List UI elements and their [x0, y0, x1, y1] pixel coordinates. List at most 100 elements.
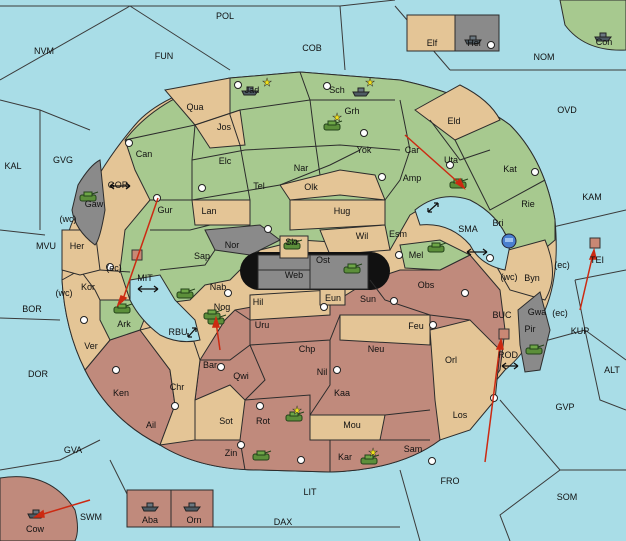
territory-label-kor: Kor	[81, 282, 95, 292]
tank-icon[interactable]	[427, 242, 447, 253]
territory-label-nar: Nar	[294, 163, 309, 173]
territory-label-los: Los	[453, 410, 468, 420]
supply-center-icon	[428, 457, 436, 465]
territory-label-sam: Sam	[404, 444, 423, 454]
sea-label-sma: SMA	[458, 224, 478, 234]
tank-icon[interactable]	[285, 411, 305, 422]
territory-label-mou: Mou	[343, 420, 361, 430]
arrow-head	[588, 247, 597, 260]
tank-icon[interactable]	[343, 263, 363, 274]
tank-icon[interactable]	[203, 309, 223, 320]
territory-label-ail: Ail	[146, 420, 156, 430]
star-icon: ★	[292, 405, 302, 417]
move-arrow-icon	[579, 253, 594, 311]
sea-label-gva: GVA	[64, 445, 82, 455]
territory-label-hel: Hel	[467, 38, 481, 48]
fleet-icon[interactable]	[501, 233, 517, 249]
supply-center-icon	[390, 297, 398, 305]
territory-label-tei: TEI	[590, 255, 604, 265]
territory-gaw[interactable]	[71, 159, 106, 246]
arrow-head	[116, 295, 128, 308]
territory-nor[interactable]	[204, 224, 281, 256]
territory-hil-area	[249, 289, 331, 321]
army-icon[interactable]	[498, 328, 510, 340]
territory-label-can: Can	[136, 149, 153, 159]
territory-label-esm: Esm	[389, 229, 407, 239]
move-arrow-icon	[484, 344, 501, 463]
army-icon[interactable]	[589, 237, 601, 249]
tank-icon[interactable]	[525, 344, 545, 355]
sea-label-dor: DOR	[28, 369, 49, 379]
star-icon: ★	[262, 77, 272, 89]
arrow-head	[454, 177, 466, 190]
tank-icon[interactable]	[283, 239, 303, 250]
territory-label-elf: Elf	[427, 38, 438, 48]
tank-icon[interactable]	[360, 454, 380, 465]
supply-center-icon	[106, 263, 114, 271]
territory-cow[interactable]	[0, 476, 78, 541]
territory-label-con: Con	[596, 37, 613, 47]
supply-center-icon	[217, 363, 225, 371]
territory-label-her: Her	[70, 241, 85, 251]
tank-icon[interactable]	[252, 450, 272, 461]
territory-label-amp: Amp	[403, 173, 422, 183]
sea-label-dax: DAX	[274, 517, 293, 527]
territory-borders	[99, 71, 546, 472]
territory-label-jos: Jos	[217, 122, 232, 132]
territory-label-nog: Nog	[214, 302, 231, 312]
territory-label-kar: Kar	[338, 452, 352, 462]
ship-icon[interactable]	[183, 502, 201, 512]
sea-label-rbu: RBU	[168, 327, 187, 337]
sea-label-bor: BOR	[22, 304, 42, 314]
supply-center-icon	[234, 81, 242, 89]
sea-label-ovd: OVD	[557, 105, 577, 115]
territory-label-nab: Nab	[210, 282, 227, 292]
supply-center-icon	[333, 366, 341, 374]
territory-label-feu: Feu	[408, 321, 424, 331]
territory-label-kaa: Kaa	[334, 388, 350, 398]
territory-label-gur: Gur	[157, 205, 172, 215]
tank-icon[interactable]	[79, 191, 99, 202]
ship-icon[interactable]	[464, 35, 482, 45]
territory-label-uru: Uru	[255, 320, 270, 330]
arrow-head	[211, 315, 221, 328]
supply-center-icon	[297, 456, 305, 464]
territory-feu-area	[339, 314, 431, 346]
supply-center-icon	[237, 441, 245, 449]
territory-label-uta: Uta	[444, 155, 458, 165]
territory-label-grh: Grh	[344, 106, 359, 116]
tank-icon[interactable]	[323, 120, 343, 131]
territory-orl-area	[429, 319, 501, 441]
territory-label-ken: Ken	[113, 388, 129, 398]
ship-icon[interactable]	[594, 32, 612, 42]
territory-sot-area	[194, 384, 246, 441]
territory-label-qwi: Qwi	[233, 371, 249, 381]
territory-label-lan: Lan	[201, 206, 216, 216]
sea-label-gor: GOR	[108, 180, 129, 190]
territory-label-nor: Nor	[225, 240, 240, 250]
territory-label-ost: Ost	[316, 255, 331, 265]
sea-label-fun: FUN	[155, 51, 174, 61]
supply-center-icon	[487, 41, 495, 49]
tank-icon[interactable]	[176, 288, 196, 299]
coast-label: (wc)	[60, 214, 77, 224]
territory-label-gwa: Gwa	[528, 307, 547, 317]
territory-label-orn: Orn	[186, 515, 201, 525]
ship-icon[interactable]	[352, 87, 370, 97]
supply-center-icon	[461, 289, 469, 297]
coast-label: (ec)	[106, 263, 122, 273]
ship-icon[interactable]	[141, 502, 159, 512]
tank-icon[interactable]	[113, 303, 133, 314]
territory-label-neu: Neu	[368, 344, 385, 354]
coast-label: (ec)	[552, 308, 568, 318]
move-arrow-icon	[39, 499, 91, 516]
sea-label-kal: KAL	[4, 161, 21, 171]
supply-center-icon	[429, 321, 437, 329]
territory-label-gaw: Gaw	[85, 199, 104, 209]
passage-arrows	[109, 182, 519, 370]
ship-icon[interactable]	[241, 86, 259, 96]
sea-label-lit: LIT	[303, 487, 317, 497]
territory-label-rie: Rie	[521, 199, 535, 209]
territory-label-bar: Bar	[203, 360, 217, 370]
